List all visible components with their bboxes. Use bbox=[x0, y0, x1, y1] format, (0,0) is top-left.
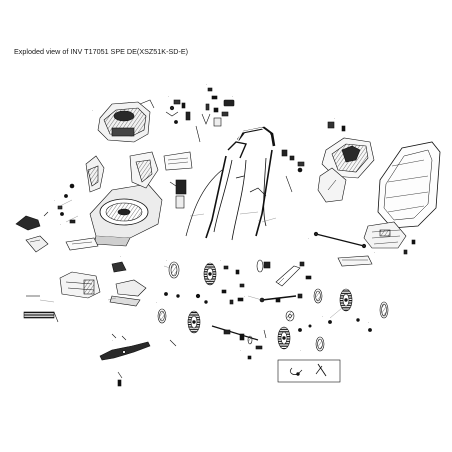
svg-text:·: · bbox=[54, 199, 55, 203]
svg-text:·: · bbox=[322, 315, 323, 319]
inset-box bbox=[277, 359, 341, 383]
lower-plates bbox=[23, 237, 147, 323]
grass-box-lid bbox=[317, 121, 375, 203]
diagram-title: Exploded view of INV T17051 SPE DE(XSZ51… bbox=[14, 47, 189, 56]
front-wheels bbox=[157, 261, 245, 347]
svg-text:·: · bbox=[334, 117, 335, 121]
engine-assembly bbox=[97, 99, 155, 143]
svg-text:·: · bbox=[92, 109, 93, 113]
svg-text:·: · bbox=[368, 321, 369, 325]
left-side-parts bbox=[15, 155, 187, 253]
svg-text:·: · bbox=[374, 251, 375, 255]
svg-text:·: · bbox=[300, 349, 301, 353]
svg-text:·: · bbox=[206, 83, 207, 87]
svg-text:·: · bbox=[240, 349, 241, 353]
svg-text:·: · bbox=[244, 295, 245, 299]
svg-text:·: · bbox=[60, 223, 61, 227]
svg-text:·: · bbox=[308, 237, 309, 241]
part-number-labels: · · · · · · · · · · · · · · · · · · · · bbox=[54, 83, 375, 353]
mower-deck bbox=[89, 151, 193, 247]
svg-text:·: · bbox=[168, 95, 169, 99]
svg-text:·: · bbox=[258, 219, 259, 223]
grass-bag bbox=[377, 141, 441, 229]
handle-assembly bbox=[185, 126, 305, 241]
svg-text:·: · bbox=[112, 339, 113, 343]
svg-text:·: · bbox=[120, 255, 121, 259]
leader-lines bbox=[39, 199, 343, 319]
svg-text:·: · bbox=[156, 301, 157, 305]
rear-axle-assembly bbox=[211, 259, 389, 360]
svg-text:·: · bbox=[232, 95, 233, 99]
svg-text:·: · bbox=[220, 259, 221, 263]
svg-text:·: · bbox=[166, 259, 167, 263]
small-parts-top-center bbox=[165, 87, 235, 143]
blade bbox=[99, 333, 151, 387]
rear-flap-parts bbox=[313, 221, 416, 267]
